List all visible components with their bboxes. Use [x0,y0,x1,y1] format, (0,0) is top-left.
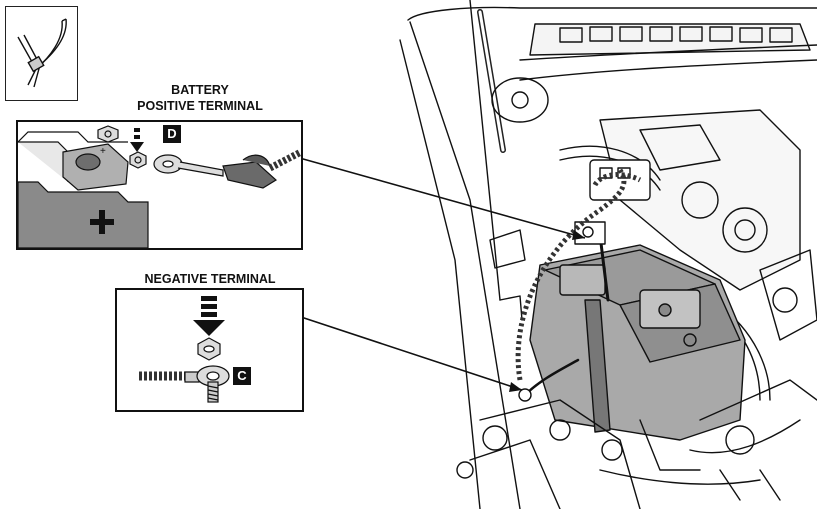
negative-terminal-detail [117,290,302,410]
positive-terminal-callout: + [16,120,303,250]
battery-label-line2: POSITIVE TERMINAL [120,98,280,114]
negative-terminal-label: NEGATIVE TERMINAL [110,271,310,287]
callout-d-tag: D [163,125,181,143]
callout-c-tag: C [233,367,251,385]
svg-text:+: + [100,146,106,157]
tool-icon-box [5,6,78,101]
battery-label-line1: BATTERY [120,82,280,98]
cable-tie-icon [6,7,77,100]
negative-terminal-callout [115,288,304,412]
positive-terminal-detail: + [18,122,301,248]
battery-positive-label: BATTERY POSITIVE TERMINAL [120,82,280,114]
